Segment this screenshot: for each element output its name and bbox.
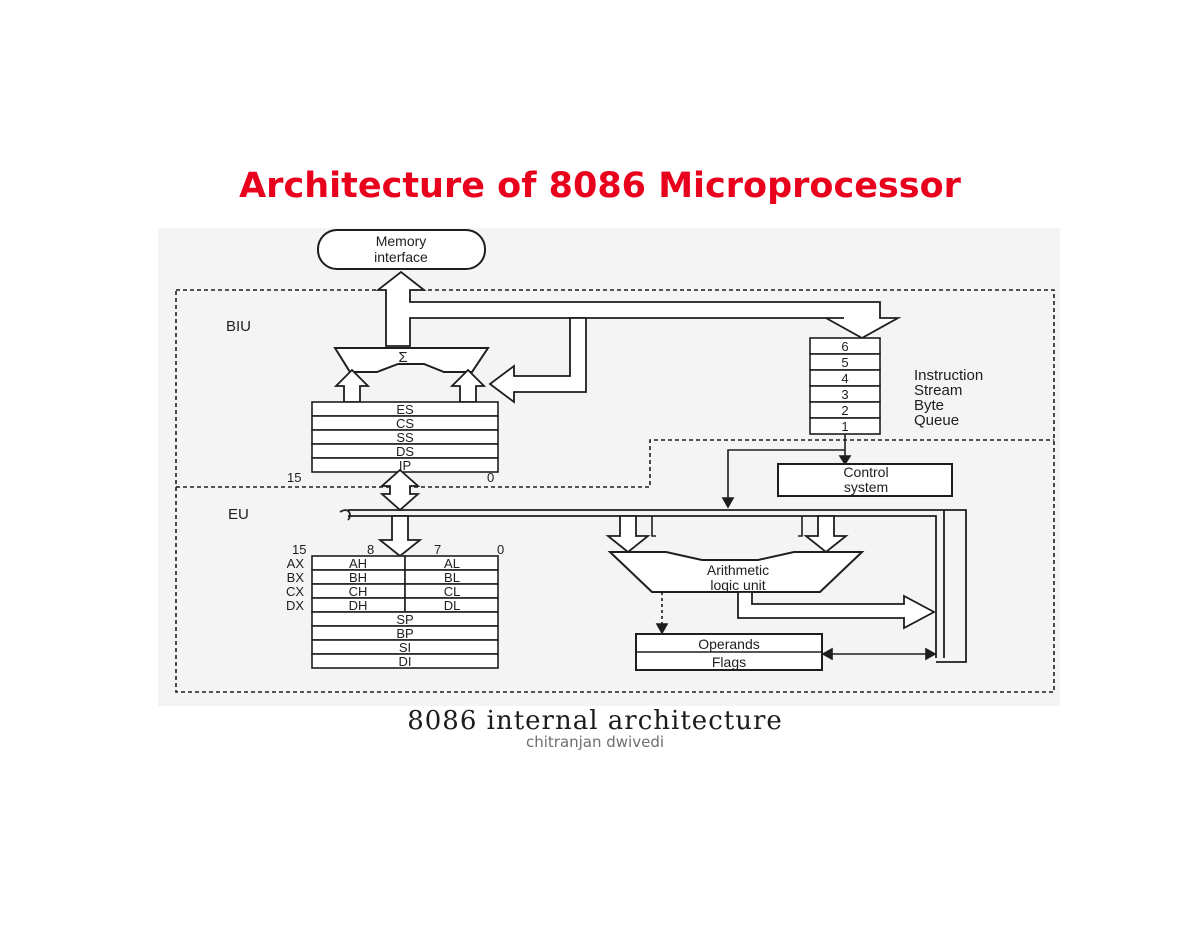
gp-register-high-label: DH (349, 598, 368, 613)
gp-register-high-label: BH (349, 570, 367, 585)
ip-feedback-bus (488, 317, 587, 404)
gp-register-low-label: AL (444, 556, 460, 571)
control-system: Control system (777, 463, 953, 497)
pointer-register-label: BP (396, 626, 413, 641)
gp-register-low-label: CL (444, 584, 461, 599)
segment-bit-0: 0 (487, 470, 494, 485)
figure-caption: 8086 internal architecture (407, 706, 783, 736)
operands-flags-block: Operands Flags (635, 633, 823, 671)
segment-register-label: CS (396, 416, 414, 431)
segment-bit-15: 15 (287, 470, 301, 485)
alu-to-operands-arrow (655, 592, 669, 635)
gp-register-name: AX (287, 556, 305, 571)
alu-line1: Arithmetic (707, 562, 769, 578)
author-credit: chitranjan dwivedi (525, 733, 665, 751)
biu-label: BIU (226, 318, 251, 335)
control-system-line2: system (844, 479, 888, 495)
memory-interface-line1: Memory (376, 233, 427, 249)
queue-label-line1: Instruction (914, 367, 983, 384)
flags-label: Flags (712, 654, 746, 670)
queue-cell-label: 1 (841, 419, 848, 434)
memory-interface: Memory interface (317, 229, 486, 270)
segment-register-label: ES (396, 402, 414, 417)
alu-line2: logic unit (710, 577, 765, 593)
address-adder: Σ (333, 347, 490, 373)
queue-cell-label: 4 (841, 371, 848, 386)
gp-register-name: DX (286, 598, 304, 613)
queue-cell-label: 3 (841, 387, 848, 402)
segment-register-label: DS (396, 444, 414, 459)
gp-bit-15: 15 (292, 542, 306, 557)
queue-cell-label: 2 (841, 403, 848, 418)
eu-internal-bus (348, 509, 967, 663)
gp-register-high-label: AH (349, 556, 367, 571)
segment-to-adder-arrows (333, 368, 487, 403)
segment-register-label: IP (399, 458, 411, 473)
operands-label: Operands (698, 636, 759, 652)
gp-bit-8: 8 (367, 542, 374, 557)
sigma-symbol: Σ (398, 349, 407, 366)
flags-bus-link (821, 647, 937, 661)
queue-label-line4: Queue (914, 412, 959, 429)
bus-to-gp-registers (377, 515, 423, 558)
gp-register-name: BX (287, 570, 305, 585)
pointer-register-label: SI (399, 640, 411, 655)
alu-input-lines (651, 516, 803, 537)
memory-bus (375, 270, 902, 347)
memory-interface-line2: interface (374, 249, 428, 265)
alu-output-arrow (737, 591, 936, 630)
biu-eu-frame (175, 289, 1055, 693)
control-system-line1: Control (843, 464, 888, 480)
pointer-register-label: SP (396, 612, 413, 627)
gp-bit-0: 0 (497, 542, 504, 557)
segment-register-label: SS (396, 430, 414, 445)
arithmetic-logic-unit: Arithmetic logic unit (607, 551, 865, 593)
gp-register-high-label: CH (349, 584, 368, 599)
pointer-register-label: DI (399, 654, 412, 669)
gp-register-low-label: DL (444, 598, 461, 613)
segment-register-ip (311, 457, 499, 473)
gp-register-low-label: BL (444, 570, 460, 585)
alu-input-buses (605, 515, 849, 554)
eu-label: EU (228, 506, 249, 523)
queue-cell-label: 6 (841, 339, 848, 354)
gp-register-name: CX (286, 584, 304, 599)
queue-label-line3: Byte (914, 397, 944, 414)
pointer-register-di (311, 653, 499, 669)
queue-label-line2: Stream (914, 382, 962, 399)
queue-cell-label: 5 (841, 355, 848, 370)
gp-bit-7: 7 (434, 542, 441, 557)
queue-to-control-arrow (721, 434, 852, 509)
slide-title: Architecture of 8086 Microprocessor (239, 166, 961, 206)
